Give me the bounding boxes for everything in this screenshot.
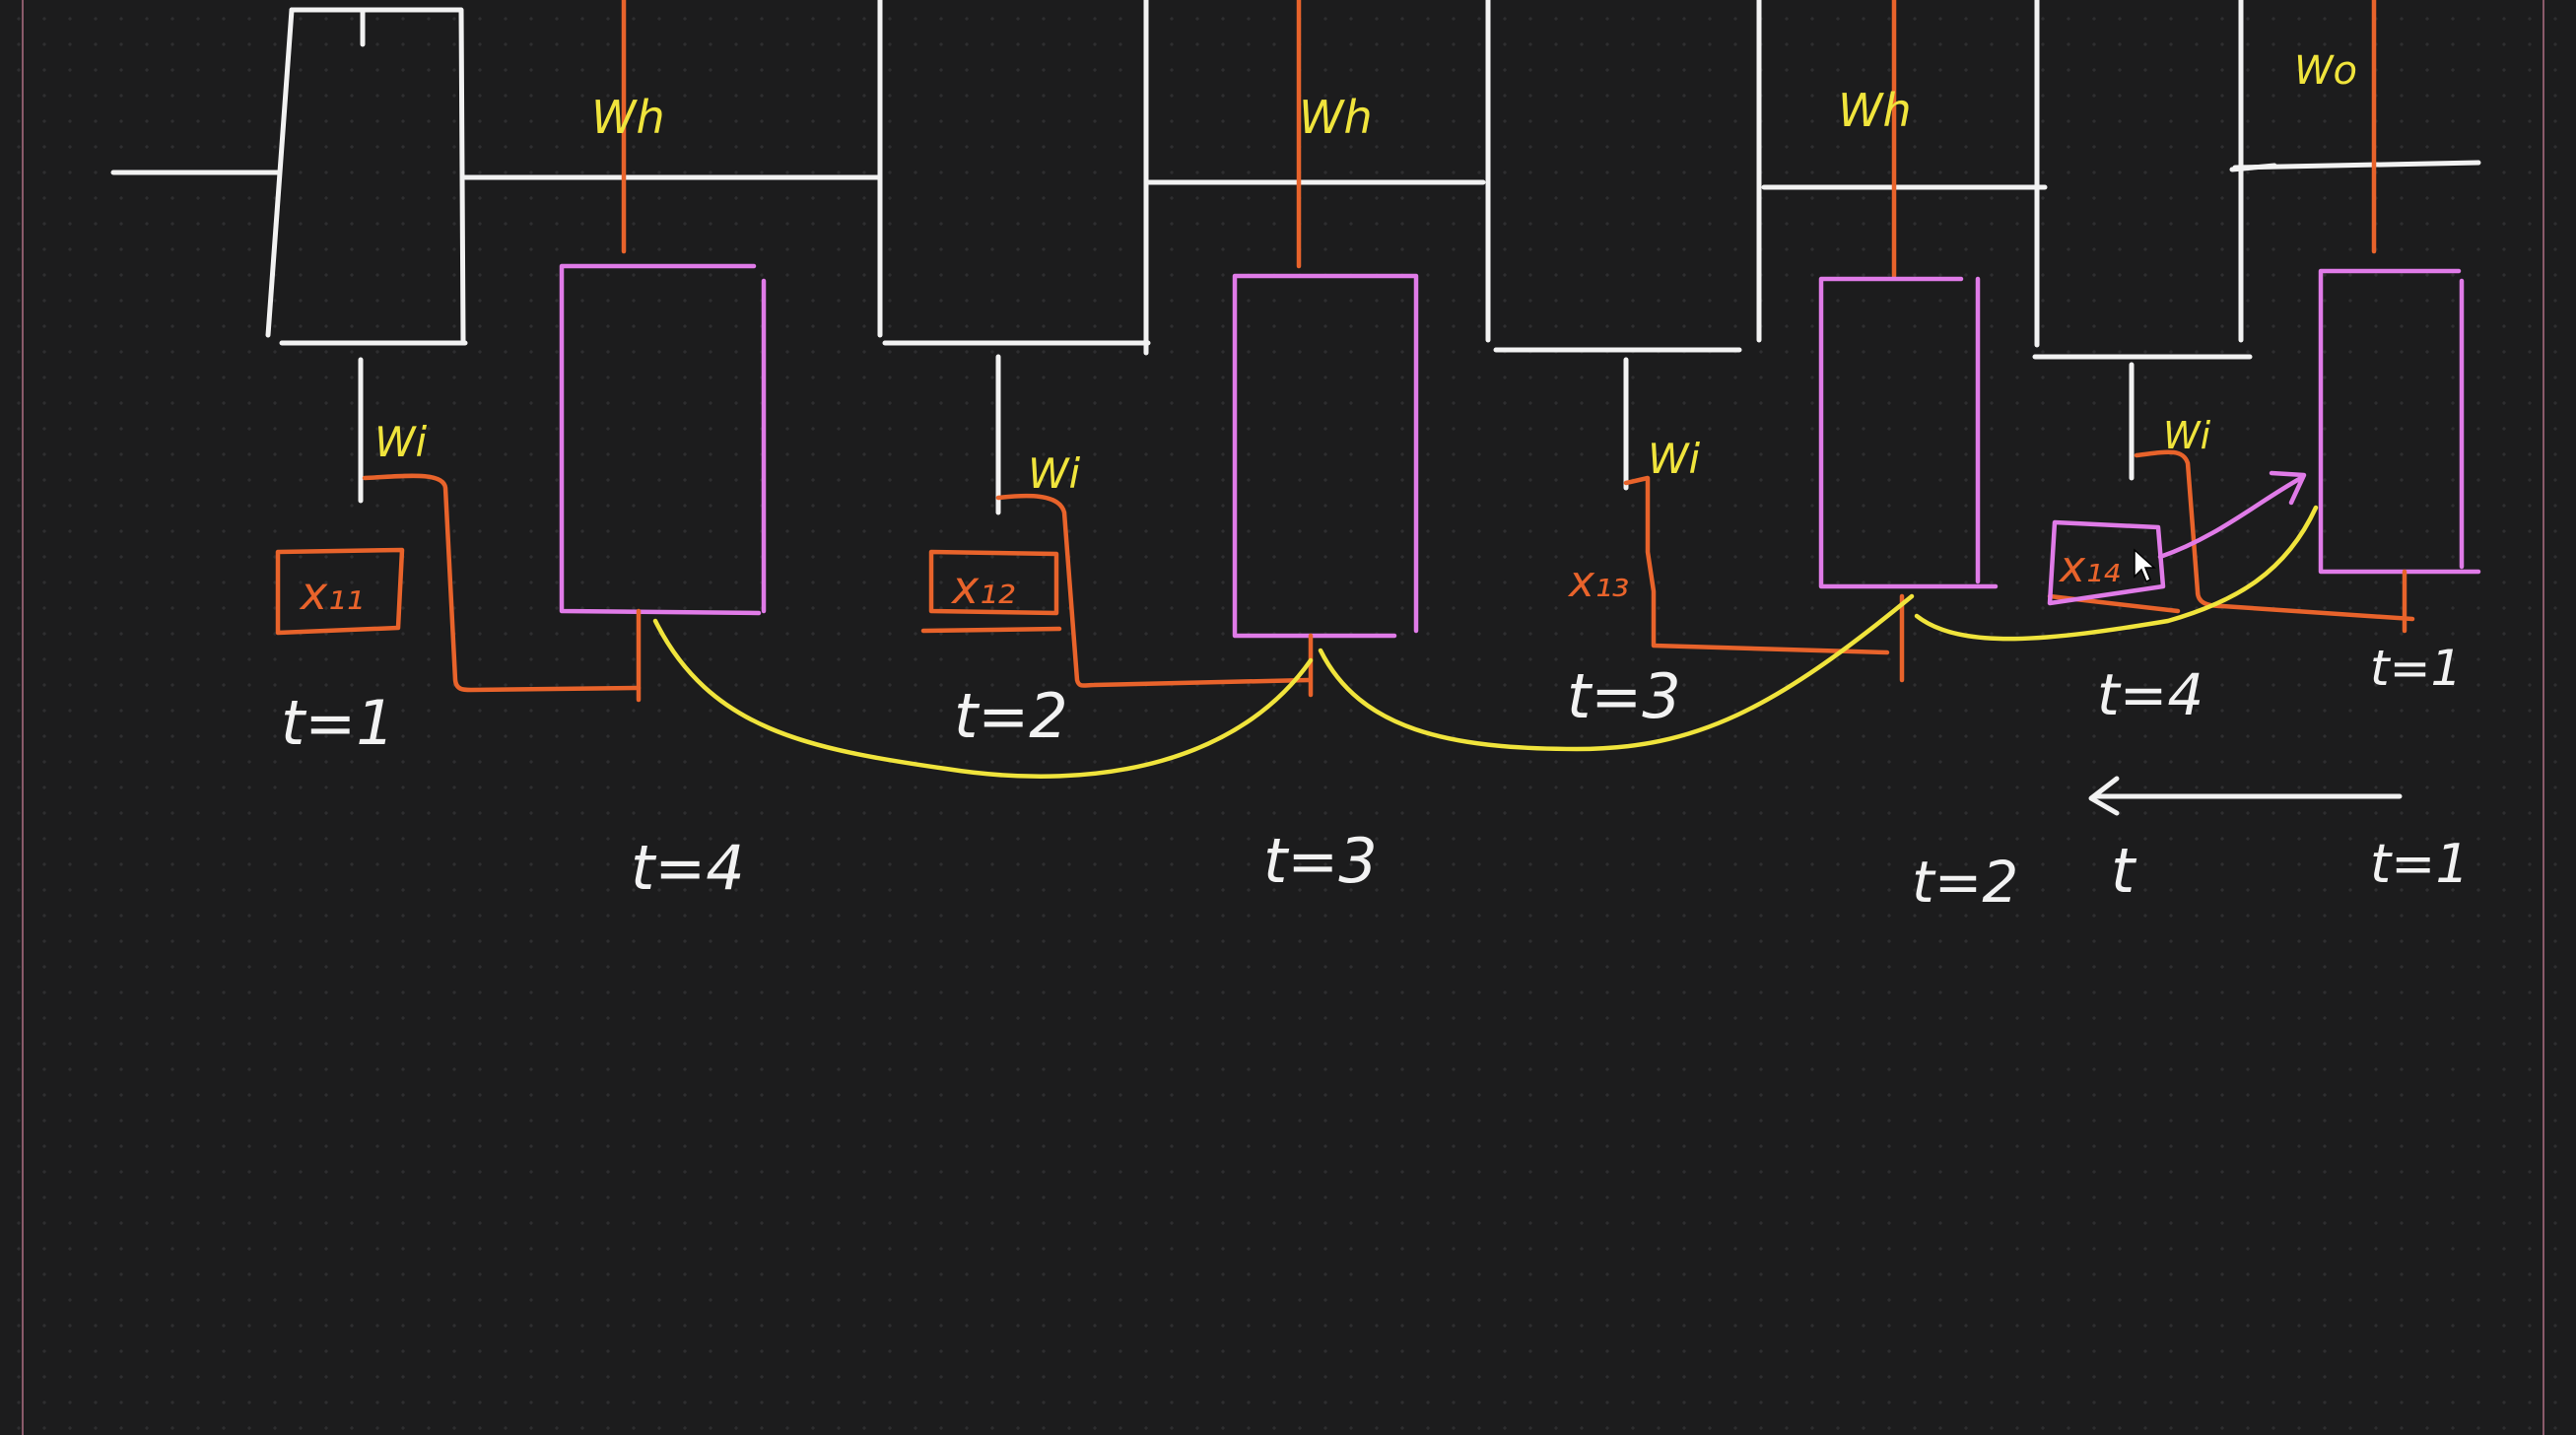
direction-time-label: t — [2111, 835, 2137, 907]
cell-2 — [1232, 273, 1419, 639]
hidden-state-flow — [652, 505, 2319, 779]
wi-label-2: Wi — [1028, 449, 1081, 498]
pink-arrow-head-icon — [2269, 470, 2307, 506]
input-label-2: x₁₂ — [950, 561, 1015, 614]
wire-2 — [995, 493, 1312, 688]
time-label-forward-3: t=3 — [1567, 660, 1681, 732]
wh-label-3: Wh — [1838, 84, 1912, 137]
time-label-forward-4: t=4 — [2097, 661, 2203, 728]
block-1-left-edge — [265, 7, 295, 338]
pink-arrow-shaft — [2157, 475, 2304, 560]
cell-4 — [2318, 268, 2481, 575]
input-box-1 — [275, 547, 405, 636]
flow-curve-1 — [652, 618, 1314, 779]
flow-curve-3 — [1914, 505, 2319, 642]
time-label-forward-1: t=1 — [281, 687, 395, 759]
flow-curve-2 — [1318, 593, 1915, 752]
time-label-reverse-4: t=1 — [2370, 833, 2470, 895]
backward-cells — [559, 263, 2481, 639]
time-label-reverse-2: t=3 — [1263, 825, 1378, 897]
wo-label: Wo — [2294, 48, 2357, 94]
wh-label-1: Wh — [591, 91, 665, 144]
wi-label-3: Wi — [1648, 435, 1701, 483]
wh-label-2: Wh — [1299, 91, 1373, 144]
input-label-4: x₁₄ — [2058, 542, 2121, 592]
input-box-2 — [928, 549, 1059, 616]
input-label-3: x₁₃ — [1567, 557, 1629, 607]
time-label-reverse-3: t=2 — [1912, 849, 2018, 916]
recurrent-weight-stems — [621, 0, 2377, 279]
mouse-cursor-icon — [2134, 548, 2156, 583]
wi-label-1: Wi — [374, 418, 428, 466]
time-label-forward-2: t=2 — [954, 680, 1068, 752]
wire-1 — [362, 473, 642, 693]
wi-label-4: Wi — [2163, 414, 2211, 457]
input-box-2-underline — [920, 626, 1062, 634]
time-label-last-cell: t=1 — [2370, 640, 2462, 697]
input-box-4 — [2047, 519, 2166, 606]
wire-3 — [1623, 475, 1890, 655]
white-structure — [110, 0, 2481, 515]
cell-3 — [1818, 276, 1999, 589]
input-label-1: x₁₁ — [299, 567, 364, 620]
connector-4-5-tick — [2229, 163, 2277, 172]
left-arrow-icon — [2088, 776, 2120, 816]
cell-1 — [559, 263, 767, 616]
time-label-reverse-1: t=4 — [631, 832, 745, 904]
wire-4 — [2134, 449, 2415, 622]
block-1-frame — [289, 7, 466, 343]
